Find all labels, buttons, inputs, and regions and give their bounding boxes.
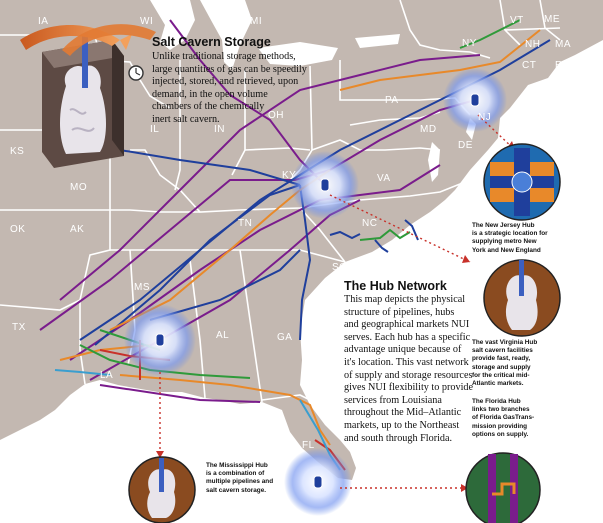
state-label: MO: [70, 182, 88, 193]
text-line: of Florida GasTrans-: [472, 414, 535, 422]
salt-cavern-illustration: [20, 24, 156, 168]
text-line: This map depicts the physical: [344, 294, 466, 305]
salt-cavern-description: Unlike traditional storage methods, larg…: [152, 51, 312, 127]
text-line: demand, in the open volume: [152, 88, 268, 100]
text-line: and geographical markets NUI: [344, 319, 470, 331]
state-label: VA: [377, 173, 391, 184]
text-line: injected, stored, and retrieved, upon: [152, 76, 299, 88]
mississippi-hub-caption: The Mississippi Hub is a combination of …: [206, 462, 306, 495]
text-line: The Mississippi Hub: [206, 462, 268, 469]
text-line: markets, up to the Northeast: [344, 419, 460, 431]
state-label: IA: [38, 16, 49, 27]
text-line: throughout the Mid–Atlantic: [344, 407, 462, 419]
text-line: The New Jersey Hub: [472, 222, 535, 229]
state-label: AL: [216, 330, 230, 341]
state-label: MA: [555, 39, 571, 50]
state-label: FL: [302, 440, 315, 451]
state-label: ME: [544, 14, 560, 25]
text-line: and south through Florida.: [344, 432, 453, 444]
text-line: Unlike traditional storage methods,: [152, 51, 296, 62]
state-label: IN: [214, 124, 225, 135]
text-line: links two branches: [472, 406, 530, 414]
text-line: mission providing: [472, 422, 528, 430]
text-line: Atlantic markets.: [472, 380, 524, 388]
hub-marker-icon: [320, 178, 330, 192]
text-line: York and New England: [472, 246, 541, 254]
text-line: services from Louisiana: [344, 394, 442, 406]
state-label: KS: [10, 146, 25, 157]
state-label: CT: [522, 60, 537, 71]
text-line: gives NUI flexibility to provide: [344, 382, 474, 394]
text-line: The vast Virginia Hub: [472, 339, 538, 346]
state-label: MS: [134, 282, 150, 293]
florida-hub-caption: The Florida Hub links two branches of Fl…: [472, 398, 600, 439]
state-label: OK: [10, 224, 26, 235]
text-line: large quantities of gas can be speedily: [152, 63, 307, 75]
mississippi-detail-circle: [128, 456, 196, 523]
text-line: supplying metro New: [472, 238, 537, 246]
state-label: OH: [268, 110, 284, 121]
florida-detail-circle: [465, 452, 541, 523]
state-label: WI: [140, 16, 154, 27]
text-line: serves. Each hub has a specific: [344, 331, 471, 343]
text-line: provide fast, ready,: [472, 355, 531, 363]
state-label: KY: [282, 170, 297, 181]
text-line: storage and supply: [472, 363, 531, 371]
text-line: multiple pipelines and: [206, 478, 274, 486]
state-label: MD: [420, 124, 437, 135]
state-label: TX: [12, 322, 26, 333]
state-label: NJ: [478, 112, 492, 123]
state-label: LA: [100, 370, 114, 381]
state-label: NH: [525, 39, 541, 50]
state-label: AK: [70, 224, 85, 235]
hub-markers: [155, 93, 480, 489]
hub-marker-icon: [313, 475, 323, 489]
text-line: is a combination of: [206, 470, 265, 478]
state-label: IL: [150, 124, 160, 135]
text-line: it's location. This vast network: [344, 356, 469, 368]
text-line: options on supply.: [472, 430, 529, 438]
hub-network-description: This map depicts the physical structure …: [344, 294, 494, 445]
text-line: salt cavern storage.: [206, 486, 267, 494]
hub-marker-icon: [470, 93, 480, 107]
state-label: PA: [385, 95, 399, 106]
leader-lines: [159, 114, 516, 489]
text-line: of supply and storage resources: [344, 369, 473, 381]
clock-icon: [128, 65, 144, 81]
state-label: TN: [238, 218, 253, 229]
new-jersey-hub-caption: The New Jersey Hub is a strategic locati…: [472, 222, 600, 255]
state-label: NC: [362, 218, 378, 229]
state-label: GA: [277, 332, 293, 343]
state-label: SC: [332, 262, 347, 273]
new-jersey-detail-circle: [483, 143, 561, 221]
salt-cavern-title: Salt Cavern Storage: [152, 35, 271, 49]
text-line: salt cavern facilities: [472, 347, 533, 355]
virginia-hub-caption: The vast Virginia Hub salt cavern facili…: [472, 339, 600, 388]
state-label: RI: [555, 60, 566, 71]
text-line: structure of pipelines, hubs: [344, 306, 455, 318]
text-line: for the critical mid-: [472, 371, 530, 379]
text-line: advantage unique because of: [344, 344, 462, 356]
state-label: VT: [510, 15, 524, 26]
state-label: DE: [458, 140, 473, 151]
state-label: MI: [250, 16, 263, 27]
hub-network-title: The Hub Network: [344, 279, 447, 293]
virginia-detail-circle: [483, 259, 561, 337]
text-line: The Florida Hub: [472, 398, 521, 405]
hub-marker-icon: [155, 333, 165, 347]
text-line: is a strategic location for: [472, 230, 548, 238]
state-label: NY: [462, 38, 477, 49]
text-line: inert salt cavern.: [152, 113, 220, 125]
text-line: chambers of the chemically: [152, 101, 265, 113]
